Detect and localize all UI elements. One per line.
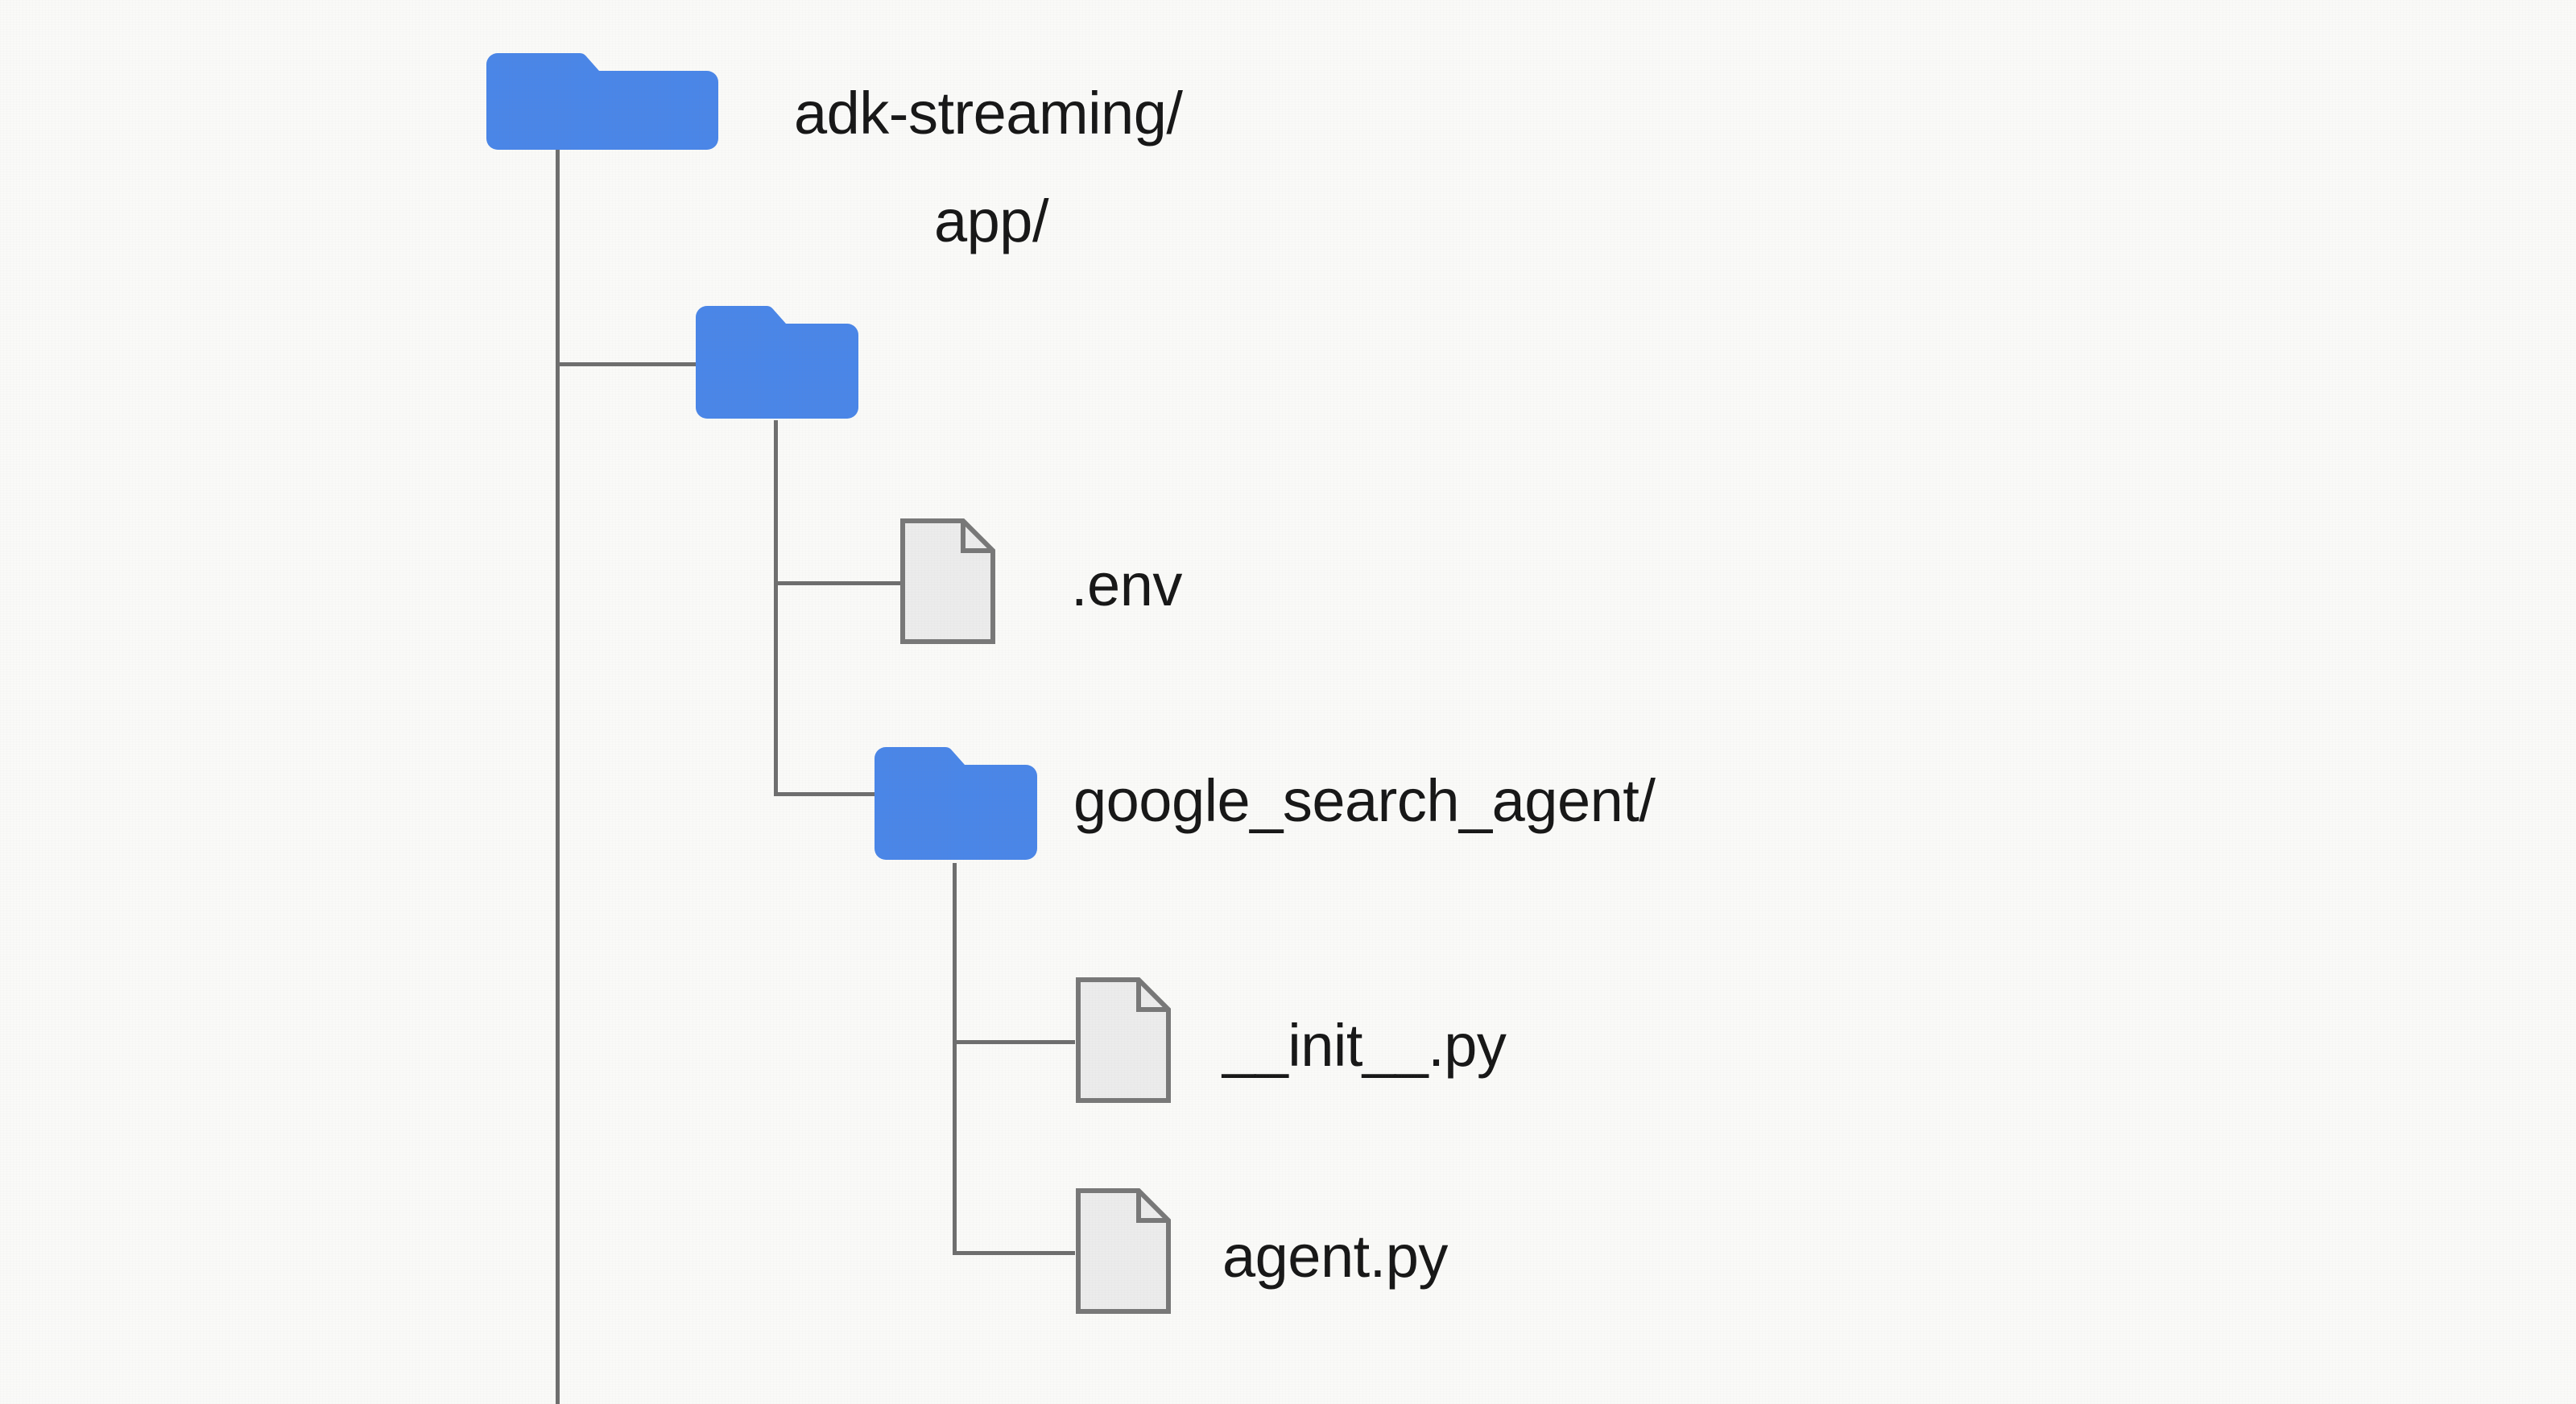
- connector-trunk-google-search-agent: [953, 863, 957, 1255]
- connector-gsa-to-agent-py: [953, 1251, 1075, 1255]
- file-icon: [1076, 977, 1171, 1103]
- folder-icon: [486, 53, 718, 150]
- file-icon-agent-py[interactable]: [1076, 1188, 1171, 1314]
- connector-app-to-google-search-agent: [774, 792, 879, 796]
- node-label-app: app/: [934, 188, 1049, 254]
- folder-icon-google-search-agent[interactable]: [875, 744, 1037, 863]
- folder-icon-adk-streaming[interactable]: [486, 50, 718, 151]
- node-label-env: .env: [1071, 551, 1182, 618]
- connector-root-to-app: [556, 362, 699, 366]
- node-label-agent-py: agent.py: [1222, 1223, 1448, 1290]
- connector-app-to-env: [774, 581, 904, 585]
- folder-icon: [696, 306, 858, 419]
- connector-trunk-root: [556, 150, 560, 1404]
- file-icon-init-py[interactable]: [1076, 977, 1171, 1103]
- file-icon: [1076, 1188, 1171, 1314]
- folder-icon-app[interactable]: [696, 303, 858, 422]
- file-icon-env[interactable]: [900, 518, 995, 644]
- node-label-init-py: __init__.py: [1222, 1012, 1507, 1079]
- node-label-adk-streaming: adk-streaming/: [794, 80, 1183, 147]
- file-icon: [900, 518, 995, 644]
- connector-trunk-app: [774, 420, 778, 796]
- folder-icon: [875, 747, 1037, 860]
- connector-gsa-to-init-py: [953, 1040, 1075, 1044]
- node-label-google-search-agent: google_search_agent/: [1073, 767, 1656, 834]
